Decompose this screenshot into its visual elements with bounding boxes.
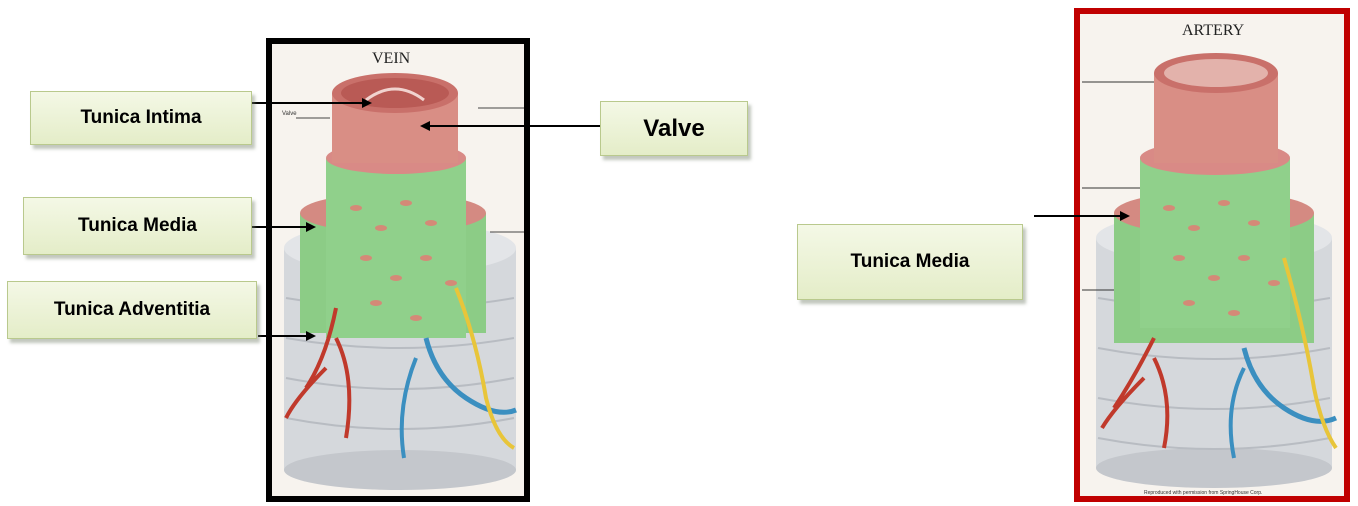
label-tunica-intima: Tunica Intima bbox=[30, 91, 252, 145]
label-tunica-media-vein: Tunica Media bbox=[23, 197, 252, 255]
label-valve: Valve bbox=[600, 101, 748, 156]
label-tunica-media-artery: Tunica Media bbox=[797, 224, 1023, 300]
label-tunica-adventitia: Tunica Adventitia bbox=[7, 281, 257, 339]
